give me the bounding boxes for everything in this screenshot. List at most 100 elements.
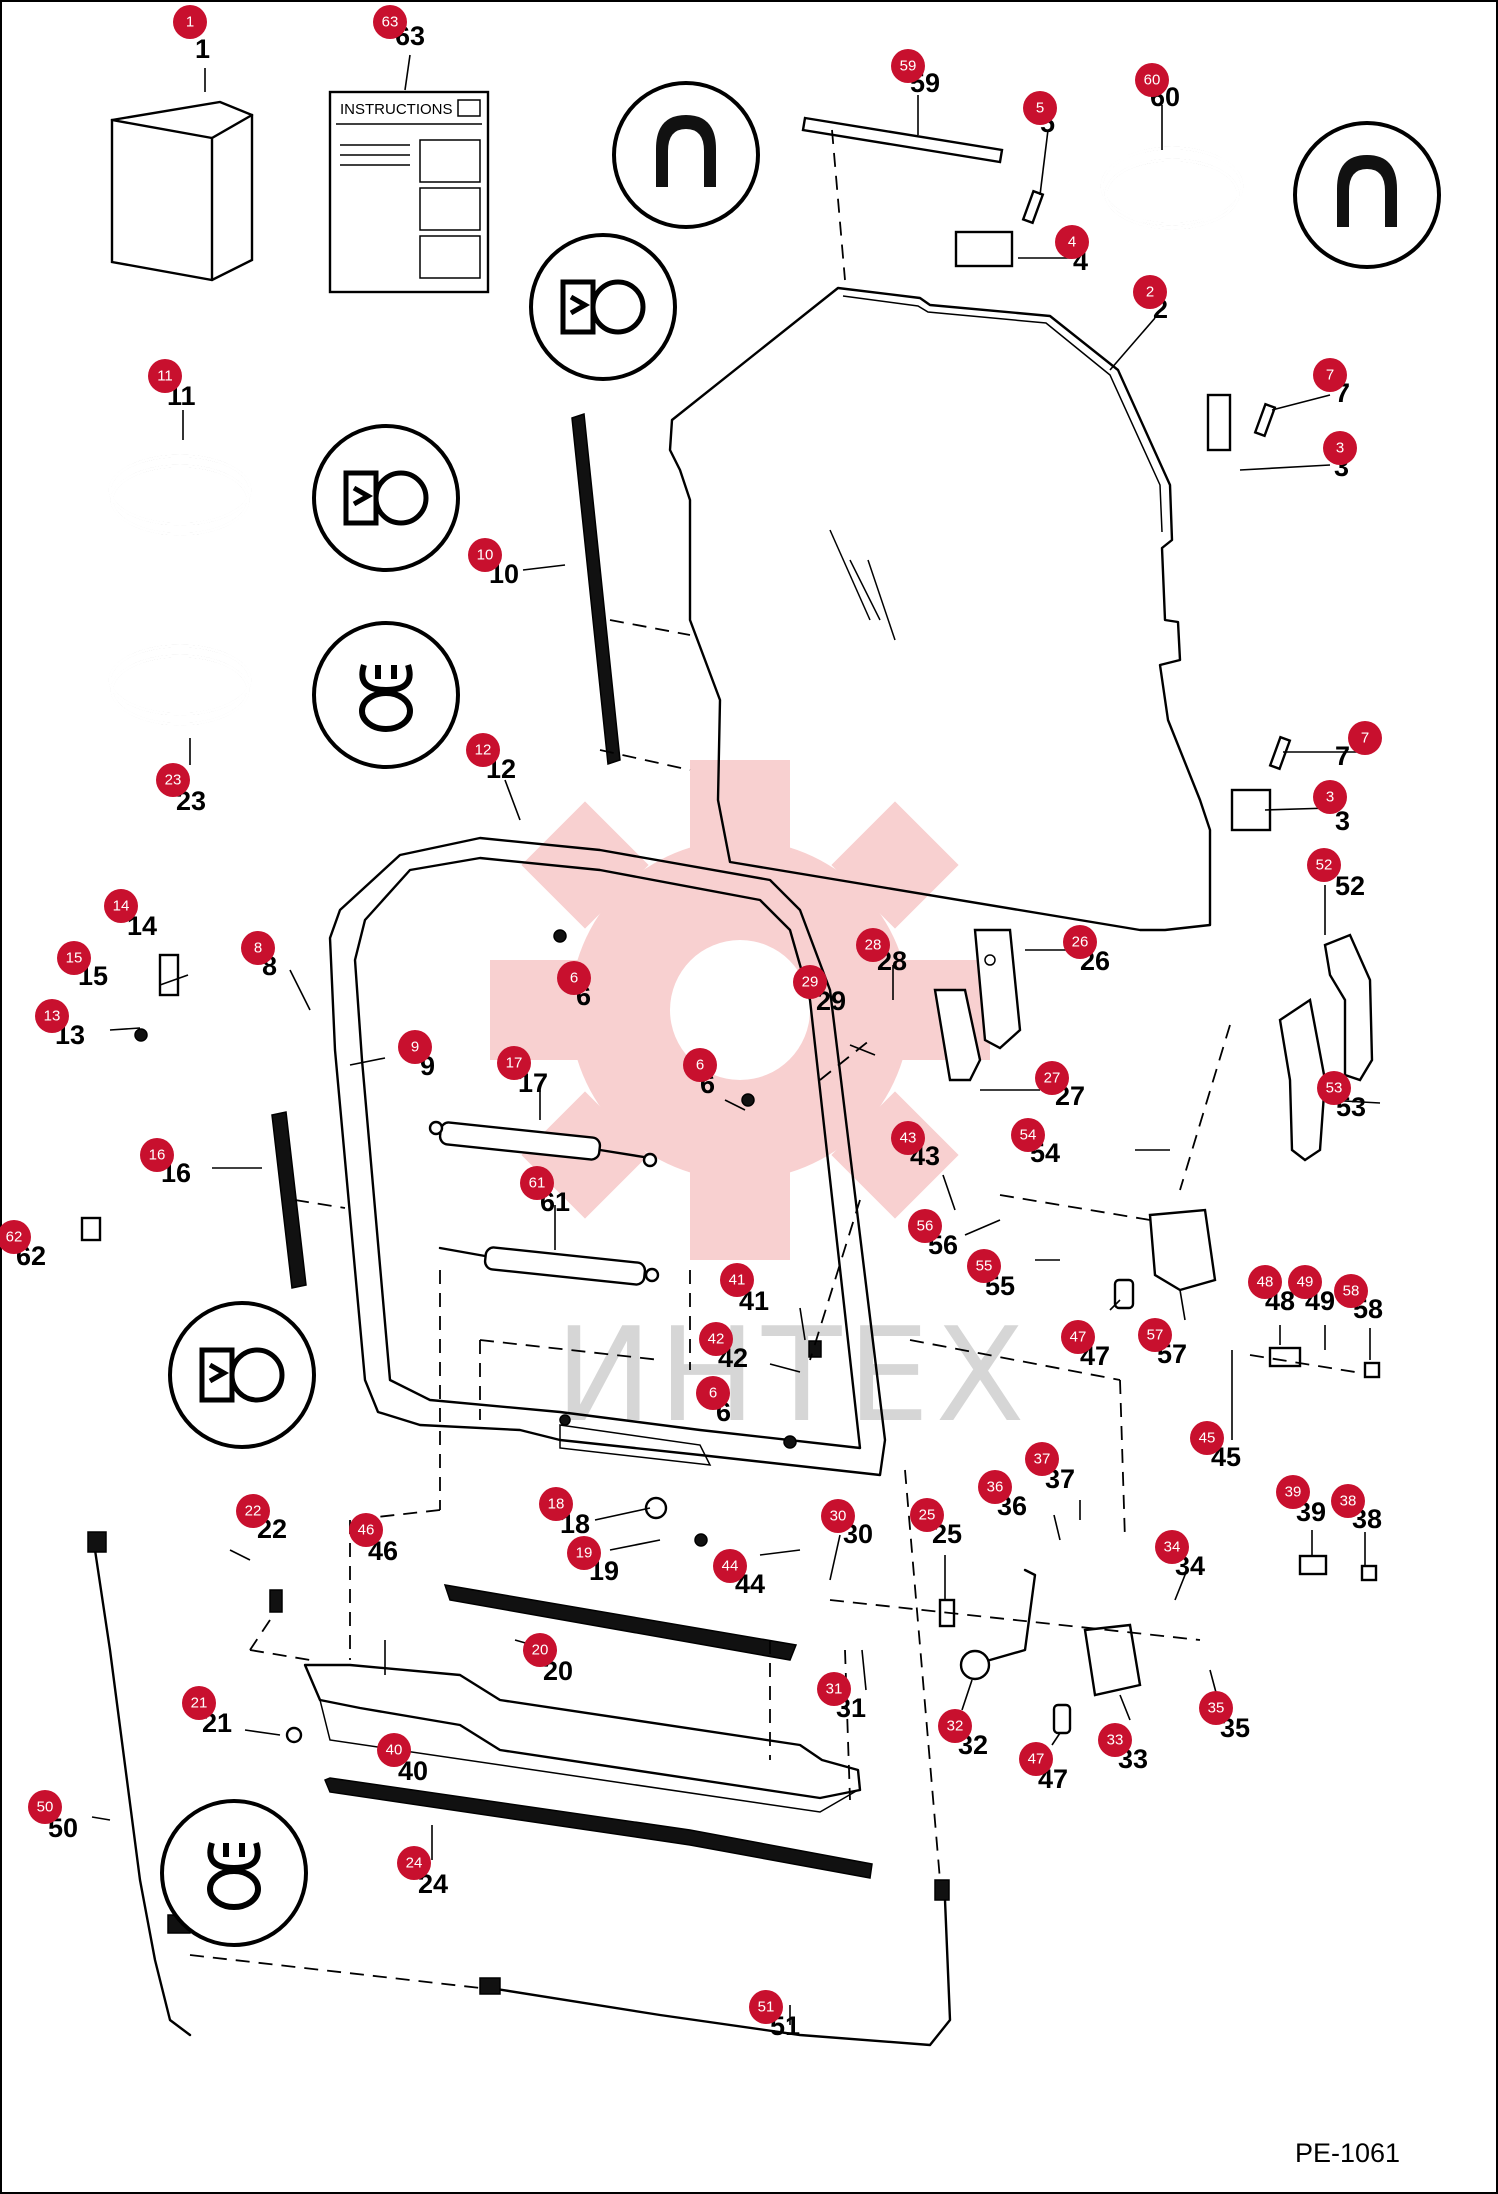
part-27-hinge (933, 988, 982, 1082)
badge-62: 62 (0, 1220, 31, 1254)
part-3-plate (1230, 788, 1272, 832)
badge-50: 50 (28, 1790, 62, 1824)
badge-label: 37 (1034, 1451, 1051, 1468)
badge-label: 49 (1297, 1274, 1314, 1291)
badge-42: 42 (699, 1322, 733, 1356)
badge-label: 52 (1316, 857, 1333, 874)
badge-22: 22 (236, 1494, 270, 1528)
part-19-nut (694, 1533, 708, 1547)
part-7-screw (1253, 402, 1277, 438)
badge-label: 20 (532, 1642, 549, 1659)
badge-25: 25 (910, 1498, 944, 1532)
badge-23: 23 (156, 763, 190, 797)
part-52-handle (1323, 933, 1374, 1082)
part-11-seal-coil (108, 454, 252, 536)
badge-label: 57 (1147, 1327, 1164, 1344)
badge-46: 46 (349, 1513, 383, 1547)
badge-39: 39 (1276, 1475, 1310, 1509)
part-15-bracket (158, 953, 180, 997)
watermark-text: ИНТЕХ (555, 1299, 1031, 1451)
badge-label: 21 (191, 1695, 208, 1712)
part-10-seal-strip (571, 412, 621, 766)
badge-35: 35 (1199, 1691, 1233, 1725)
badge-7: 7 (1348, 721, 1382, 755)
part-47-pad (1113, 1278, 1135, 1310)
seal-profile-icon (312, 621, 460, 769)
badge-label: 51 (758, 1999, 775, 2016)
badge-19: 19 (567, 1536, 601, 1570)
badge-label: 61 (529, 1175, 546, 1192)
badge-13: 13 (35, 999, 69, 1033)
badge-47: 47 (1061, 1320, 1095, 1354)
badge-label: 10 (477, 547, 494, 564)
watermark-gear-icon (490, 760, 990, 1260)
badge-15: 15 (57, 941, 91, 975)
badge-17: 17 (497, 1046, 531, 1080)
badge-40: 40 (377, 1733, 411, 1767)
badge-label: 27 (1044, 1070, 1061, 1087)
badge-label: 59 (900, 58, 917, 75)
part-26-hinge (973, 928, 1022, 1050)
badge-label: 6 (696, 1057, 704, 1074)
badge-label: 54 (1020, 1127, 1037, 1144)
part-33-latch (1083, 1623, 1142, 1697)
badge-label: 62 (6, 1229, 23, 1246)
part-62-cap (80, 1216, 102, 1242)
badge-31: 31 (817, 1672, 851, 1706)
badge-label: 9 (411, 1039, 419, 1056)
badge-label: 3 (1336, 440, 1344, 457)
badge-label: 55 (976, 1258, 993, 1275)
assembly-dashed-lines (189, 129, 1356, 1989)
leader-lines (91, 54, 1381, 2025)
part-6-nut (783, 1435, 797, 1449)
badge-label: 53 (1326, 1080, 1343, 1097)
seal-profile-icon (612, 81, 760, 229)
instructions-label: INSTRUCTIONS (340, 101, 453, 118)
part-61-gas-strut (438, 1246, 660, 1286)
badge-label: 4 (1068, 234, 1076, 251)
badge-label: 11 (157, 368, 173, 385)
badge-2: 2 (1133, 275, 1167, 309)
part-50-harness (87, 1531, 192, 2037)
part-6-nut (553, 929, 567, 943)
part-39-bushing (1298, 1554, 1328, 1576)
part-7-screw (1268, 735, 1292, 771)
badge-60: 60 (1135, 63, 1169, 97)
badge-label: 43 (900, 1130, 917, 1147)
badge-label: 22 (245, 1503, 262, 1520)
badge-label: 36 (987, 1479, 1004, 1496)
badge-6: 6 (683, 1048, 717, 1082)
badge-12: 12 (466, 733, 500, 767)
badge-label: 50 (37, 1799, 54, 1816)
badge-label: 58 (1343, 1283, 1360, 1300)
badge-14: 14 (104, 889, 138, 923)
badge-label: 33 (1107, 1732, 1124, 1749)
part-51-cable (479, 1879, 952, 2047)
badge-43: 43 (891, 1121, 925, 1155)
part-53-handle (1278, 997, 1327, 1162)
part-6-nut (559, 1414, 571, 1426)
badge-7: 7 (1313, 358, 1347, 392)
badge-8: 8 (241, 931, 275, 965)
badge-55: 55 (967, 1249, 1001, 1283)
badge-label: 6 (709, 1385, 717, 1402)
badge-label: 31 (826, 1681, 843, 1698)
badge-label: 12 (475, 742, 492, 759)
badge-label: 25 (919, 1507, 936, 1524)
drawing-id: PE-1061 (1295, 2138, 1400, 2168)
badge-26: 26 (1063, 925, 1097, 959)
badge-label: 5 (1036, 100, 1044, 117)
badge-label: 17 (506, 1055, 523, 1072)
badge-label: 15 (66, 950, 83, 967)
badge-6: 6 (557, 961, 591, 995)
badge-52: 52 (1307, 848, 1341, 882)
part-21-nut (285, 1726, 303, 1744)
badge-label: 24 (406, 1855, 423, 1872)
badge-label: 18 (548, 1496, 565, 1513)
part-48-bushing (1268, 1346, 1302, 1368)
callout-1: 1 (195, 34, 210, 64)
badge-label: 23 (165, 772, 182, 789)
badge-27: 27 (1035, 1061, 1069, 1095)
badge-label: 7 (1361, 730, 1369, 747)
watermark: ИНТЕХ (490, 760, 1031, 1451)
